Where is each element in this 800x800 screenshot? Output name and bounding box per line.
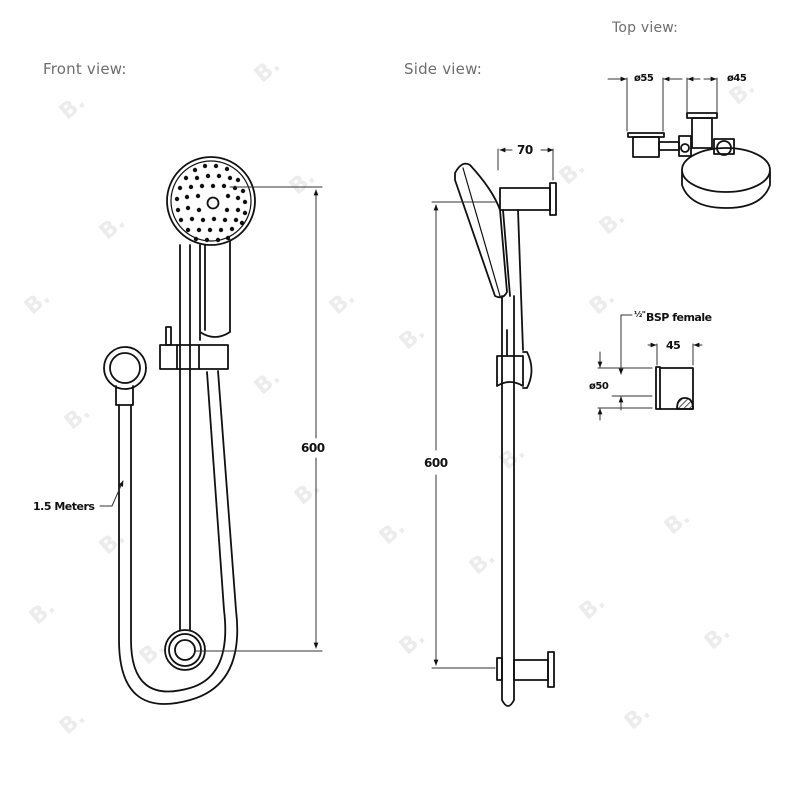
front-height-dimension: 600 bbox=[301, 441, 325, 455]
hose-length-label: 1.5 Meters bbox=[33, 500, 95, 513]
outlet-thread-fraction: ½" bbox=[634, 310, 646, 319]
side-view-drawing bbox=[431, 147, 557, 707]
wall-outlet-detail bbox=[597, 314, 703, 421]
front-view-label: Front view: bbox=[43, 60, 127, 78]
outlet-thread-label: BSP female bbox=[646, 311, 712, 324]
top-dia-right: ø45 bbox=[727, 73, 747, 84]
outlet-depth-dimension: 45 bbox=[666, 339, 681, 352]
front-view-drawing bbox=[99, 156, 323, 705]
shower-head-front bbox=[166, 156, 256, 246]
top-view-label: Top view: bbox=[612, 20, 679, 36]
top-dia-left: ø55 bbox=[634, 73, 654, 84]
side-height-dimension: 600 bbox=[424, 456, 448, 470]
top-view-drawing bbox=[607, 76, 771, 209]
side-depth-dimension: 70 bbox=[517, 143, 533, 157]
side-view-label: Side view: bbox=[404, 60, 482, 78]
outlet-dia-dimension: ø50 bbox=[589, 381, 609, 392]
